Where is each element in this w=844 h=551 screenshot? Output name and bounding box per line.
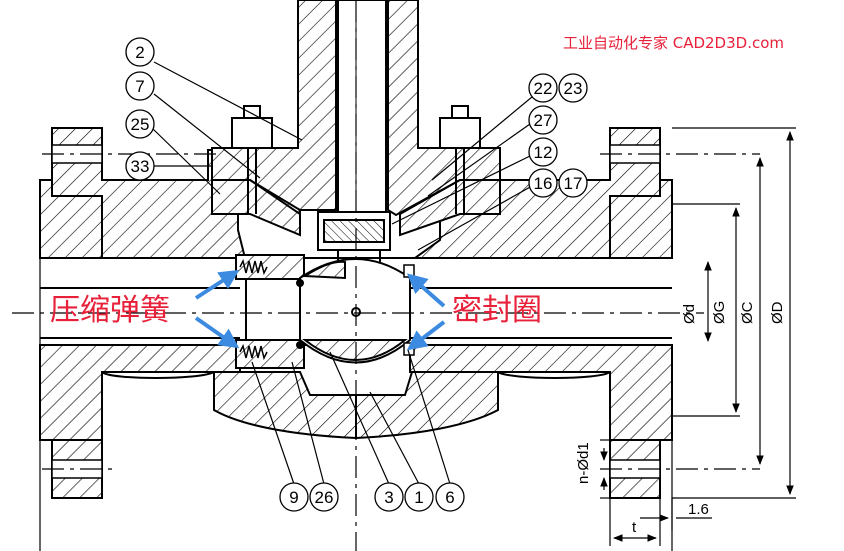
balloon-2 <box>125 37 155 67</box>
dim-D: ØD <box>769 301 786 324</box>
balloon-1 <box>404 482 434 512</box>
balloon-label-12: 12 <box>534 143 553 162</box>
balloon-label-22: 22 <box>534 79 553 98</box>
balloon-25 <box>125 109 155 139</box>
balloon-label-16: 16 <box>534 174 553 193</box>
balloon-7 <box>125 71 155 101</box>
springs <box>239 258 268 361</box>
dim-bolt: n-Ød1 <box>575 442 592 484</box>
bonnet-bolts <box>231 105 481 214</box>
balloons <box>125 37 588 512</box>
dim-rf: 1.6 <box>688 501 709 518</box>
arrow-seal-top <box>407 273 446 308</box>
dimension-lines <box>39 127 796 551</box>
balloon-label-6: 6 <box>445 488 454 507</box>
balloon-label-3: 3 <box>384 488 393 507</box>
balloon-22 <box>528 73 558 103</box>
watermark: 工业自动化专家 CAD2D3D.com <box>562 34 784 52</box>
balloon-label-1: 1 <box>414 488 423 507</box>
balloon-label-27: 27 <box>534 111 553 130</box>
balloon-label-25: 25 <box>131 115 150 134</box>
balloon-label-2: 2 <box>135 43 144 62</box>
stem <box>317 0 391 273</box>
balloon-23 <box>558 73 588 103</box>
balloon-6 <box>435 482 465 512</box>
balloon-9 <box>279 482 309 512</box>
annotation-seal-ring: 密封圈 <box>452 293 542 328</box>
dimension-labels: Ød ØG ØC ØD n-Ød1 t 1.6 <box>575 301 786 536</box>
dim-t: t <box>632 519 637 536</box>
balloon-labels: 2 7 25 33 22 23 27 12 16 17 9 26 3 1 6 <box>131 43 583 507</box>
dim-c: ØC <box>739 301 756 324</box>
annotation-compression-spring: 压缩弹簧 <box>50 293 170 328</box>
balloon-label-23: 23 <box>564 79 583 98</box>
seat-assembly <box>235 254 411 369</box>
balloon-label-7: 7 <box>135 77 144 96</box>
balloon-16 <box>528 168 558 198</box>
balloon-label-26: 26 <box>315 488 334 507</box>
balloon-3 <box>374 482 404 512</box>
balloon-12 <box>528 137 558 167</box>
dim-d: Ød <box>681 304 698 324</box>
balloon-33 <box>125 151 155 181</box>
dim-g: ØG <box>711 301 728 324</box>
balloon-label-17: 17 <box>564 174 583 193</box>
callout-arrows <box>194 269 446 351</box>
balloon-17 <box>558 168 588 198</box>
balloon-label-33: 33 <box>131 157 150 176</box>
balloon-26 <box>309 482 339 512</box>
centerlines <box>12 0 760 551</box>
arrow-seal-bottom <box>406 320 446 351</box>
leader-lines <box>151 61 539 485</box>
arrow-spring-bottom <box>194 316 240 349</box>
balloon-27 <box>528 105 558 135</box>
body-cavity <box>101 371 611 379</box>
balloon-label-9: 9 <box>289 488 298 507</box>
arrow-spring-top <box>194 269 240 300</box>
